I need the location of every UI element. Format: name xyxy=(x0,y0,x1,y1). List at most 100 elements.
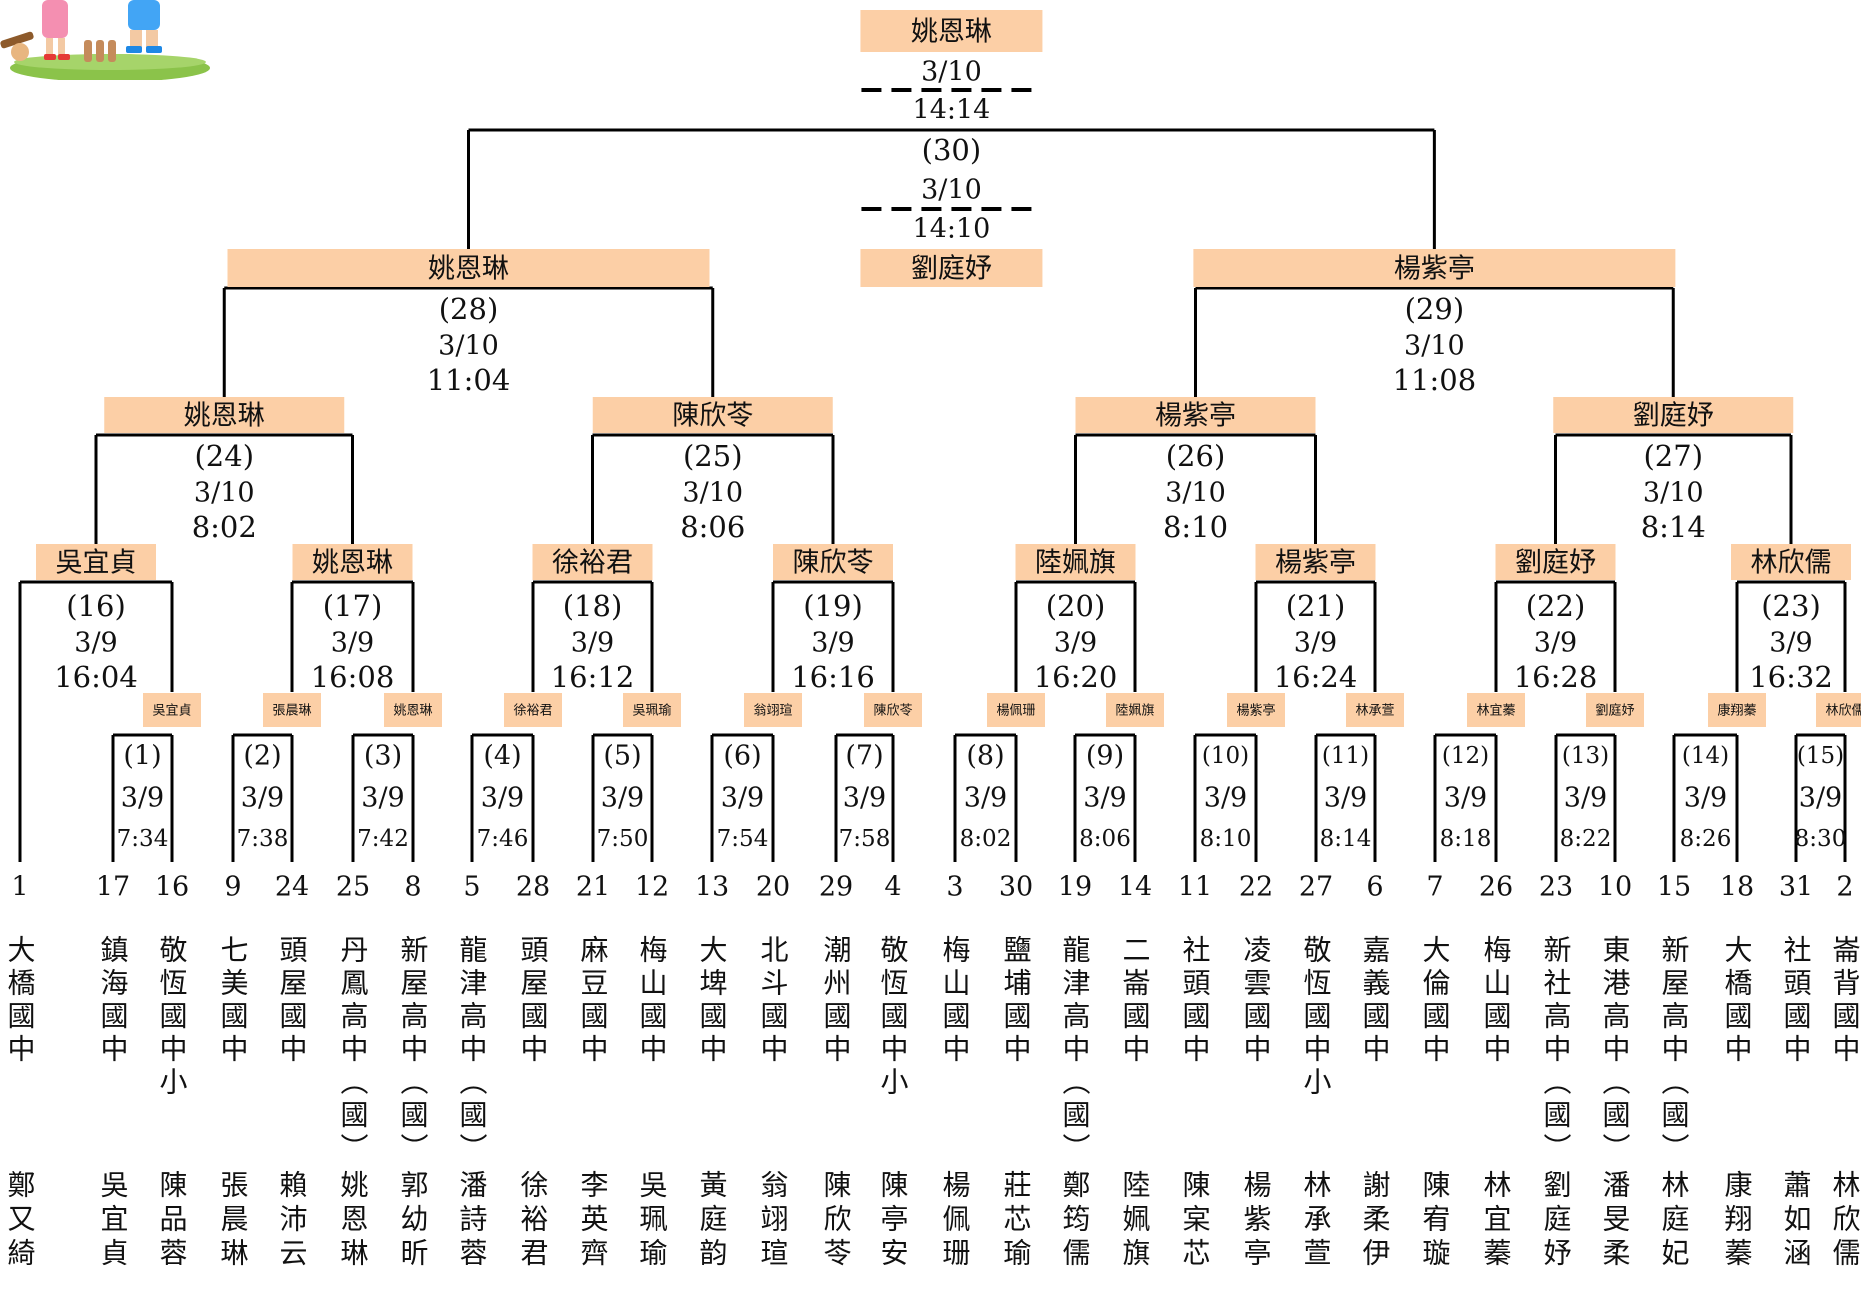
player-seed: 31 xyxy=(1779,872,1813,903)
round1-winner-box xyxy=(1346,693,1404,727)
player-name: 林庭妃 xyxy=(1658,1170,1691,1272)
player-name: 林欣儒 xyxy=(1829,1170,1861,1272)
player-name: 林承萱 xyxy=(1300,1170,1333,1272)
round2-match-time: 16:08 xyxy=(311,660,395,694)
round1-match-time: 8:02 xyxy=(960,826,1012,852)
player-seed: 13 xyxy=(695,872,729,903)
round1-match-date: 3/9 xyxy=(1324,783,1367,814)
round1-match-number: (2) xyxy=(243,741,281,772)
player-name: 郭幼昕 xyxy=(397,1170,430,1272)
player-seed: 9 xyxy=(224,872,241,903)
player-seed: 5 xyxy=(463,872,480,903)
round1-match-date: 3/9 xyxy=(241,783,284,814)
round2-winner-box xyxy=(1495,544,1616,580)
player-name: 楊佩珊 xyxy=(939,1170,972,1272)
round2-winner-name: 徐裕君 xyxy=(552,548,633,579)
player-name: 林宜蓁 xyxy=(1480,1170,1513,1272)
quarterfinal-winner-name: 劉庭妤 xyxy=(1633,401,1714,432)
round2-match-date: 3/9 xyxy=(1054,628,1097,659)
player-seed: 20 xyxy=(756,872,790,903)
round1-match-time: 8:10 xyxy=(1200,826,1252,852)
player-school: 新屋高中（國） xyxy=(397,935,430,1166)
quarterfinal-match-time: 8:06 xyxy=(680,510,745,544)
player-name: 潘旻柔 xyxy=(1599,1170,1632,1272)
player-seed: 7 xyxy=(1426,872,1443,903)
player-name: 張晨琳 xyxy=(217,1170,250,1272)
round1-winner-name: 吳珮瑜 xyxy=(632,704,671,719)
player-name: 陳品蓉 xyxy=(156,1170,189,1272)
round1-match-time: 7:54 xyxy=(717,826,769,852)
player-school: 敬恆國中小 xyxy=(1300,935,1333,1100)
player-school: 敬恆國中小 xyxy=(156,935,189,1100)
round1-winner-box xyxy=(1106,693,1164,727)
round1-match-number: (4) xyxy=(483,741,521,772)
player-seed: 28 xyxy=(516,872,550,903)
round1-winner-name: 林宜蓁 xyxy=(1476,704,1515,719)
round1-match-time: 8:30 xyxy=(1795,826,1847,852)
player-name: 吳宜貞 xyxy=(97,1170,130,1272)
champion-box xyxy=(860,10,1043,52)
player-seed: 22 xyxy=(1239,872,1273,903)
round1-match-date: 3/9 xyxy=(964,783,1007,814)
round2-match-time: 16:12 xyxy=(551,660,635,694)
round1-winner-box xyxy=(864,693,922,727)
final-match-number: (30) xyxy=(922,133,982,167)
round1-match-time: 8:14 xyxy=(1320,826,1372,852)
round1-winner-box xyxy=(143,693,201,727)
round2-match-date: 3/9 xyxy=(1294,628,1337,659)
player-school: 梅山國中 xyxy=(1480,935,1513,1067)
round1-match-time: 8:18 xyxy=(1440,826,1492,852)
round2-match-date: 3/9 xyxy=(571,628,614,659)
player-seed: 15 xyxy=(1657,872,1691,903)
player-name: 徐裕君 xyxy=(517,1170,550,1272)
round1-winner-name: 徐裕君 xyxy=(513,704,552,719)
round2-match-time: 16:32 xyxy=(1749,660,1833,694)
semifinal-match-date: 3/10 xyxy=(438,331,499,362)
final-game2-date: 3/10 xyxy=(921,175,982,206)
round1-match-number: (7) xyxy=(845,741,883,772)
player-school: 潮州國中 xyxy=(820,935,853,1067)
player-name: 李英齊 xyxy=(577,1170,610,1272)
player-seed: 8 xyxy=(404,872,421,903)
round1-match-date: 3/9 xyxy=(121,783,164,814)
player-school: 敬恆國中小 xyxy=(877,935,910,1100)
player-seed: 1 xyxy=(11,872,28,903)
final-game1-date: 3/10 xyxy=(921,57,982,88)
round1-winner-box xyxy=(1467,693,1525,727)
runner-up-name: 劉庭妤 xyxy=(911,254,992,285)
quarterfinal-match-number: (25) xyxy=(683,439,743,473)
player-school: 麻豆國中 xyxy=(577,935,610,1067)
round2-match-time: 16:04 xyxy=(54,660,138,694)
semifinal-match-time: 11:04 xyxy=(427,363,511,397)
round2-winner-name: 吳宜貞 xyxy=(56,548,137,579)
player-school: 七美國中 xyxy=(217,935,250,1067)
quarterfinal-match-time: 8:14 xyxy=(1641,510,1706,544)
round1-match-date: 3/9 xyxy=(1444,783,1487,814)
player-school: 鹽埔國中 xyxy=(1000,935,1033,1067)
round1-match-time: 7:50 xyxy=(597,826,649,852)
round2-match-number: (19) xyxy=(803,589,863,623)
round2-winner-name: 陳欣苓 xyxy=(793,548,874,579)
round2-match-number: (23) xyxy=(1761,589,1821,623)
round1-match-number: (8) xyxy=(966,741,1004,772)
player-name: 陳宥璇 xyxy=(1419,1170,1452,1272)
round1-winner-box xyxy=(987,693,1045,727)
player-school: 大埤國中 xyxy=(696,935,729,1067)
round1-match-number: (10) xyxy=(1202,743,1249,769)
player-school: 新社高中（國） xyxy=(1540,935,1573,1166)
round1-match-date: 3/9 xyxy=(1083,783,1126,814)
quarterfinal-winner-name: 陳欣苓 xyxy=(672,401,753,432)
player-seed: 18 xyxy=(1720,872,1754,903)
round1-match-time: 8:22 xyxy=(1560,826,1612,852)
round1-match-number: (12) xyxy=(1442,743,1489,769)
round1-match-date: 3/9 xyxy=(1564,783,1607,814)
round2-match-date: 3/9 xyxy=(74,628,117,659)
player-seed: 24 xyxy=(275,872,309,903)
player-name: 陸姵旗 xyxy=(1119,1170,1152,1272)
quarterfinal-winner-name: 楊紫亭 xyxy=(1155,401,1236,432)
round2-winner-name: 林欣儒 xyxy=(1751,548,1832,579)
player-seed: 30 xyxy=(999,872,1033,903)
round1-winner-name: 翁翊瑄 xyxy=(753,704,792,719)
player-name: 蕭如涵 xyxy=(1780,1170,1813,1272)
round2-match-time: 16:24 xyxy=(1274,660,1358,694)
